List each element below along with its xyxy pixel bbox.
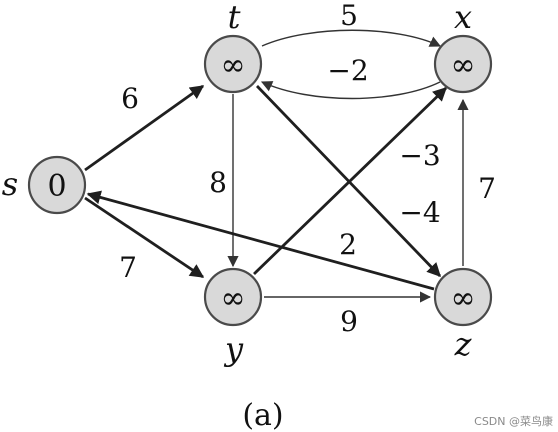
- node-t-label: t: [228, 0, 241, 36]
- weight-x-t: −2: [327, 54, 368, 87]
- edges: [84, 29, 469, 303]
- weight-z-s: 2: [339, 228, 357, 261]
- caption: (a): [242, 398, 283, 432]
- watermark: CSDN @菜鸟康: [474, 414, 553, 428]
- nodes: 0 s ∞ t ∞ x ∞ y ∞ z: [2, 0, 493, 368]
- node-z: ∞ z: [433, 267, 493, 363]
- node-x-value: ∞: [451, 48, 476, 83]
- node-x-label: x: [454, 0, 472, 36]
- node-z-label: z: [454, 325, 473, 363]
- node-y-label: y: [223, 330, 244, 368]
- weight-t-x: 5: [340, 0, 358, 32]
- edge-t-x: [261, 29, 442, 47]
- weight-t-z: −4: [399, 196, 440, 229]
- weight-s-y: 7: [119, 251, 137, 284]
- edge-weights: 6 7 5 −2 8 −4 −3 9 7 2: [119, 0, 496, 338]
- edge-z-s: [86, 190, 435, 291]
- weight-y-x: −3: [399, 139, 440, 172]
- weight-t-y: 8: [209, 166, 227, 199]
- node-s: 0 s: [2, 155, 87, 215]
- edge-x-t: [260, 81, 441, 100]
- node-x: ∞ x: [433, 0, 493, 94]
- edge-s-t: [84, 84, 205, 172]
- node-t: ∞ t: [203, 0, 263, 94]
- node-y: ∞ y: [203, 267, 263, 368]
- node-z-value: ∞: [451, 281, 476, 316]
- weight-y-z: 9: [340, 305, 358, 338]
- weight-s-t: 6: [121, 82, 139, 115]
- node-s-value: 0: [47, 169, 66, 204]
- weight-z-x: 7: [478, 172, 496, 205]
- edge-s-y: [84, 196, 205, 279]
- node-s-label: s: [2, 165, 18, 203]
- edge-y-x: [253, 86, 448, 276]
- node-y-value: ∞: [221, 281, 246, 316]
- node-t-value: ∞: [221, 48, 246, 83]
